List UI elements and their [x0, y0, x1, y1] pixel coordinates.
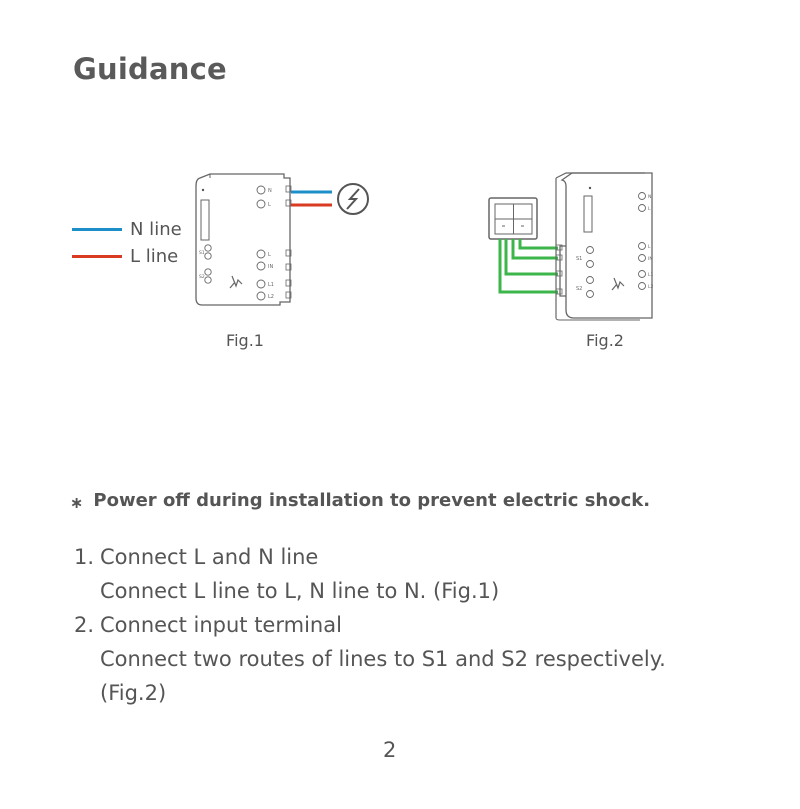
brand-logo-icon: [611, 277, 625, 291]
fig2-caption: Fig.2: [586, 331, 624, 350]
module-button: [200, 199, 210, 241]
lightning-icon: [346, 188, 360, 210]
switch-module-body: [195, 173, 291, 306]
page-number: 2: [383, 738, 397, 762]
step-item: 2. Connect input terminal Connect two ro…: [74, 608, 666, 710]
step-number: 1.: [74, 545, 95, 569]
terminal-label: L: [648, 206, 651, 212]
switch-module-body: [559, 172, 653, 319]
power-source-icon: [337, 183, 369, 215]
terminal-label: S2: [576, 286, 582, 292]
step-heading: Connect input terminal: [100, 613, 342, 637]
n-line-swatch: [72, 228, 122, 231]
l-line-swatch: [72, 255, 122, 258]
terminal-label: L2: [648, 284, 654, 290]
step-detail: Connect L line to L, N line to N. (Fig.1…: [100, 579, 500, 603]
step-detail: Connect two routes of lines to S1 and S2…: [100, 647, 666, 671]
input-wires: [498, 239, 558, 294]
terminal-label: L2: [268, 294, 274, 300]
terminal-label: L: [268, 202, 271, 208]
step-item: 1. Connect L and N line Connect L line t…: [74, 540, 666, 608]
fig1-caption: Fig.1: [226, 331, 264, 350]
instruction-steps: 1. Connect L and N line Connect L line t…: [74, 540, 666, 710]
terminal-label: IN: [648, 256, 653, 262]
fig2-wiring-diagram: S1 S2 N L L IN L1 L2: [488, 172, 654, 321]
legend-item-l-line: L line: [72, 243, 182, 270]
page-title: Guidance: [73, 52, 227, 86]
terminal-label: S2: [199, 274, 205, 280]
wire-legend: N line L line: [72, 216, 182, 270]
terminal-label: S1: [576, 256, 582, 262]
terminal-label: L: [268, 252, 271, 258]
terminal-label: IN: [268, 264, 273, 270]
fig1-wiring-diagram: S1 S2 N L L IN L1 L2: [195, 173, 369, 306]
safety-warning: ∗ Power off during installation to preve…: [70, 490, 651, 512]
brand-logo-icon: [229, 275, 243, 289]
asterisk-icon: ∗: [70, 493, 84, 512]
terminal-label: L: [648, 244, 651, 250]
step-heading: Connect L and N line: [100, 545, 319, 569]
step-number: 2.: [74, 613, 95, 637]
terminal-label: L1: [268, 282, 274, 288]
module-button: [583, 195, 593, 233]
terminal-label: N: [648, 194, 651, 200]
terminal-label: L1: [648, 272, 654, 278]
legend-label: L line: [130, 246, 179, 267]
step-detail: (Fig.2): [100, 681, 167, 705]
warning-text: Power off during installation to prevent…: [93, 490, 651, 511]
legend-item-n-line: N line: [72, 216, 182, 243]
indicator-dot: [201, 188, 205, 192]
terminal-label: S1: [199, 250, 205, 256]
legend-label: N line: [130, 219, 182, 240]
terminal-label: N: [268, 188, 272, 194]
